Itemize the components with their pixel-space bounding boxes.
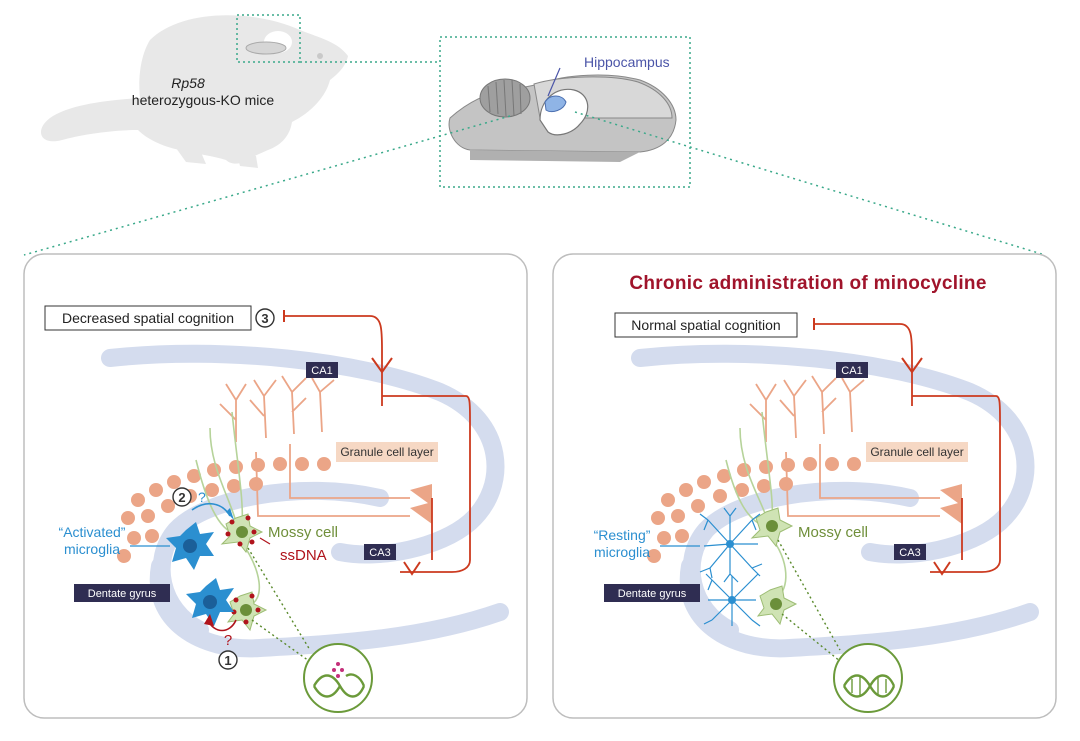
- right-panel: Chronic administration of minocycline: [552, 253, 1057, 719]
- right-cognition-label: Normal spatial cognition: [631, 317, 780, 333]
- right-dna-circle: [833, 643, 903, 713]
- right-mossy-cell-lower: [756, 585, 798, 626]
- right-dna-icon: [842, 674, 896, 698]
- left-cognition-label: Decreased spatial cognition: [62, 310, 234, 326]
- right-cognition-box: [614, 312, 798, 338]
- right-granule-dendrites: [749, 375, 940, 517]
- left-ca1-label: CA1: [311, 365, 332, 377]
- right-ca1-label: CA1: [841, 365, 862, 377]
- left-mossy-cell-upper: [220, 513, 264, 554]
- left-ca1-box: [306, 362, 338, 378]
- left-ca3-label: CA3: [369, 547, 390, 559]
- hippocampus-label: Hippocampus: [584, 54, 670, 70]
- left-ssdna-icon: [312, 662, 366, 698]
- left-step1-circle: [218, 650, 238, 670]
- right-mossy-cell-upper: [750, 507, 794, 548]
- left-step3-circle: [255, 308, 275, 328]
- right-dentate-box: [604, 584, 700, 602]
- left-red-circuit: [284, 315, 471, 573]
- left-ssdna-label: ssDNA: [280, 547, 327, 564]
- right-panel-title: Chronic administration of minocycline: [629, 273, 986, 294]
- left-step1: 1: [224, 653, 231, 668]
- left-microglia-line1: “Activated”: [59, 524, 126, 540]
- right-mossy-label: Mossy cell: [798, 524, 868, 541]
- left-activated-microglia-upper: [166, 522, 214, 570]
- right-granule-label: Granule cell layer: [870, 445, 963, 459]
- brain-illustration: [448, 74, 677, 162]
- mouse-label: heterozygous-KO mice: [132, 92, 275, 108]
- right-ca1-synapse: [901, 357, 923, 374]
- right-dna-zoom-line-b: [781, 613, 847, 667]
- right-ca3-box: [894, 544, 926, 560]
- left-granule-box: [336, 442, 438, 462]
- right-dentate-label: Dentate gyrus: [618, 588, 687, 600]
- right-microglia-line2: microglia: [594, 544, 650, 560]
- mouse-label-italic: Rp58: [171, 75, 205, 91]
- zoom-line-right: [574, 111, 1046, 256]
- left-activated-microglia-lower: [186, 578, 234, 626]
- right-resting-microglia-lower: [703, 573, 761, 627]
- left-granule-label: Granule cell layer: [340, 445, 433, 459]
- left-panel: Decreased spatial cognition 3 CA1 Granul…: [23, 253, 528, 719]
- left-cognition-box: [44, 305, 252, 331]
- right-resting-microglia-upper: [699, 507, 763, 583]
- left-step3: 3: [261, 311, 268, 326]
- right-granule-box: [866, 442, 968, 462]
- left-step2-question: ?: [198, 489, 206, 505]
- left-microglia-line2: microglia: [64, 541, 120, 557]
- left-ca3-synapse: [403, 561, 421, 576]
- right-red-circuit: [814, 323, 1001, 573]
- left-step2: 2: [178, 490, 185, 505]
- left-step2-circle: [172, 487, 192, 507]
- left-mossy-label: Mossy cell: [268, 524, 338, 541]
- right-ca3-synapse: [933, 561, 951, 576]
- right-ca-band: [631, 344, 1035, 564]
- mouse-illustration: [40, 15, 348, 168]
- right-dna-zoom-line-a: [777, 539, 841, 651]
- left-ca3-box: [364, 544, 396, 560]
- hippocampus-pointer: [547, 67, 561, 97]
- left-ca-band: [101, 344, 505, 564]
- left-dentate-box: [74, 584, 170, 602]
- right-ca3-label: CA3: [899, 547, 920, 559]
- right-microglia-line1: “Resting”: [594, 527, 651, 543]
- left-step1-question: ?: [224, 632, 232, 649]
- brain-box: [439, 36, 691, 188]
- left-dna-zoom-line-b: [251, 619, 317, 667]
- head-zoom-box: [236, 14, 301, 63]
- left-dentate-label: Dentate gyrus: [88, 588, 157, 600]
- zoom-line-left: [23, 115, 511, 256]
- left-granule-dendrites: [219, 375, 410, 517]
- right-ca1-box: [836, 362, 868, 378]
- left-ssdna-pointer: [259, 537, 271, 545]
- left-mossy-cell-lower: [226, 591, 268, 632]
- left-ca1-synapse: [371, 357, 393, 374]
- left-dg-band-outer: [149, 557, 509, 658]
- right-dg-band-outer: [679, 557, 1039, 658]
